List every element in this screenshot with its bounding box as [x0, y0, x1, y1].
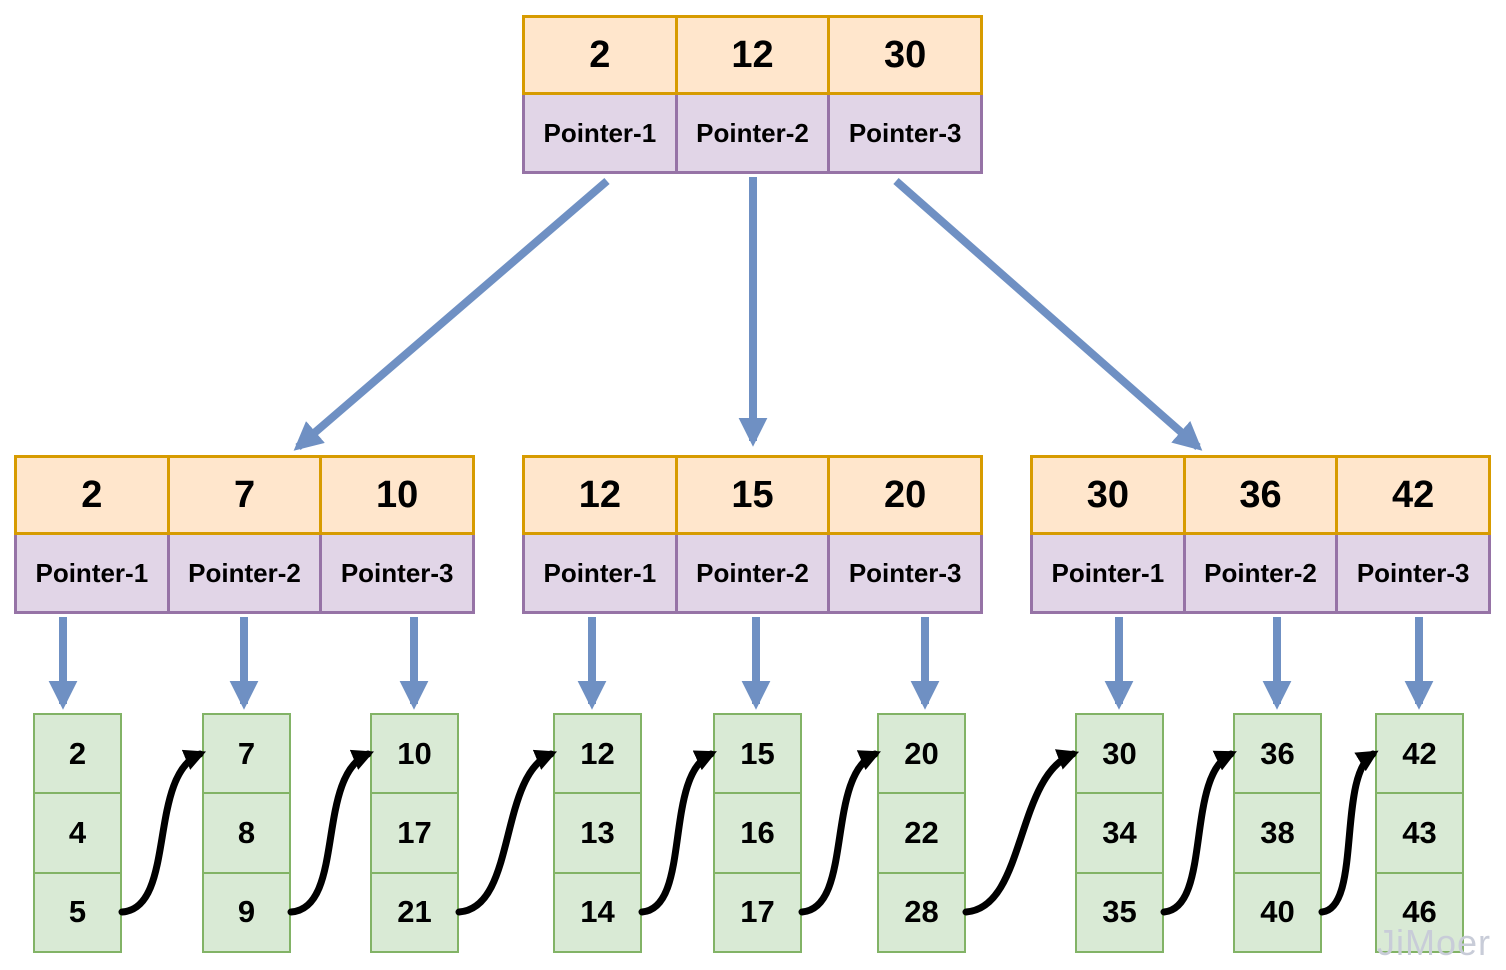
- leaf-2-value-3: 9: [204, 871, 289, 951]
- arrow-root-to-internal-1: [293, 177, 610, 451]
- internal-node-1-key-cell-3: 10: [319, 458, 472, 532]
- leaf-3-value-3: 21: [372, 871, 457, 951]
- root-key-cell-1: 2: [589, 33, 611, 76]
- leaf-4-value-3: 14: [555, 871, 640, 951]
- internal-node-3-pointers-row: Pointer-1 Pointer-2 Pointer-3: [1030, 535, 1491, 614]
- internal-node-3-key-cell-1: 30: [1086, 473, 1129, 516]
- leaf-7-value-2: 34: [1077, 792, 1162, 871]
- internal-node-2-keys-row: 12 15 20: [522, 455, 983, 535]
- leaf-node-1: 2 4 5: [33, 713, 122, 953]
- leaf-8-value-3: 40: [1235, 871, 1320, 951]
- internal-node-2-pointer-cell-1: Pointer-1: [543, 557, 657, 588]
- arrow-leaf-link-5-6: [798, 750, 881, 916]
- internal-node-3-key-cell-3: 42: [1335, 458, 1488, 532]
- internal-node-3-pointer-cell-3: Pointer-3: [1335, 535, 1488, 611]
- root-key-cell-2: 12: [674, 18, 828, 92]
- leaf-6-value-3: 28: [879, 871, 964, 951]
- root-key-cell-3: 30: [827, 18, 980, 92]
- internal-node-1-pointer-cell-3: Pointer-3: [319, 535, 472, 611]
- arrow-leaf-link-7-8: [1160, 750, 1237, 916]
- leaf-5-value-1: 15: [740, 735, 775, 771]
- internal-node-3-pointer-cell-1: Pointer-1: [1051, 557, 1165, 588]
- arrow-leaf-link-4-5: [638, 750, 717, 916]
- arrow-leaf-link-6-7: [962, 749, 1080, 916]
- leaf-3-value-2: 17: [372, 792, 457, 871]
- leaf-7-value-1: 30: [1102, 735, 1137, 771]
- leaf-node-3: 10 17 21: [370, 713, 459, 953]
- leaf-2-value-1: 7: [237, 735, 256, 771]
- leaf-node-8: 36 38 40: [1233, 713, 1322, 953]
- leaf-4-value-2: 13: [555, 792, 640, 871]
- leaf-1-value-1: 2: [68, 735, 87, 771]
- internal-node-1-pointer-cell-1: Pointer-1: [35, 557, 149, 588]
- root-pointer-cell-3: Pointer-3: [827, 95, 980, 171]
- arrow-leaf-link-1-2: [118, 749, 207, 916]
- leaf-node-5: 15 16 17: [713, 713, 802, 953]
- arrow-root-to-internal-3: [893, 177, 1203, 451]
- leaf-5-value-2: 16: [715, 792, 800, 871]
- internal-node-2-pointers-row: Pointer-1 Pointer-2 Pointer-3: [522, 535, 983, 614]
- leaf-node-4: 12 13 14: [553, 713, 642, 953]
- internal-node-2: 12 15 20 Pointer-1 Pointer-2 Pointer-3: [522, 455, 983, 614]
- arrow-leaf-link-2-3: [287, 749, 375, 916]
- watermark: JiMoer: [1377, 922, 1492, 963]
- arrow-leaf-link-3-4: [455, 749, 558, 916]
- leaf-3-value-1: 10: [397, 735, 432, 771]
- root-keys-row: 2 12 30: [522, 15, 983, 95]
- leaf-node-6: 20 22 28: [877, 713, 966, 953]
- internal-node-2-key-cell-2: 15: [674, 458, 828, 532]
- internal-node-2-pointer-cell-3: Pointer-3: [827, 535, 980, 611]
- leaf-5-value-3: 17: [715, 871, 800, 951]
- leaf-node-9: 42 43 46: [1375, 713, 1464, 953]
- leaf-node-2: 7 8 9: [202, 713, 291, 953]
- internal-node-3-pointer-cell-2: Pointer-2: [1182, 535, 1336, 611]
- internal-node-2-pointer-cell-2: Pointer-2: [674, 535, 828, 611]
- leaf-2-value-2: 8: [204, 792, 289, 871]
- internal-node-2-key-cell-1: 12: [578, 473, 621, 516]
- leaf-6-value-2: 22: [879, 792, 964, 871]
- leaf-7-value-3: 35: [1077, 871, 1162, 951]
- internal-node-1-key-cell-1: 2: [81, 473, 103, 516]
- internal-node-1-key-cell-2: 7: [166, 458, 320, 532]
- leaf-4-value-1: 12: [580, 735, 615, 771]
- leaf-9-value-3: 46: [1377, 871, 1462, 951]
- arrow-leaf-link-8-9: [1318, 750, 1379, 916]
- internal-node-1-keys-row: 2 7 10: [14, 455, 475, 535]
- leaf-1-value-3: 5: [35, 871, 120, 951]
- leaf-1-value-2: 4: [35, 792, 120, 871]
- internal-node-1: 2 7 10 Pointer-1 Pointer-2 Pointer-3: [14, 455, 475, 614]
- root-pointer-cell-2: Pointer-2: [674, 95, 828, 171]
- internal-node-3-keys-row: 30 36 42: [1030, 455, 1491, 535]
- leaf-9-value-2: 43: [1377, 792, 1462, 871]
- internal-node-2-key-cell-3: 20: [827, 458, 980, 532]
- internal-node-3-key-cell-2: 36: [1182, 458, 1336, 532]
- internal-node-1-pointers-row: Pointer-1 Pointer-2 Pointer-3: [14, 535, 475, 614]
- internal-node-1-pointer-cell-2: Pointer-2: [166, 535, 320, 611]
- root-pointer-cell-1: Pointer-1: [543, 117, 657, 148]
- leaf-6-value-1: 20: [904, 735, 939, 771]
- leaf-9-value-1: 42: [1402, 735, 1437, 771]
- root-pointers-row: Pointer-1 Pointer-2 Pointer-3: [522, 95, 983, 174]
- leaf-8-value-2: 38: [1235, 792, 1320, 871]
- leaf-node-7: 30 34 35: [1075, 713, 1164, 953]
- internal-node-3: 30 36 42 Pointer-1 Pointer-2 Pointer-3: [1030, 455, 1491, 614]
- root-node: 2 12 30 Pointer-1 Pointer-2 Pointer-3: [522, 15, 983, 174]
- leaf-8-value-1: 36: [1260, 735, 1295, 771]
